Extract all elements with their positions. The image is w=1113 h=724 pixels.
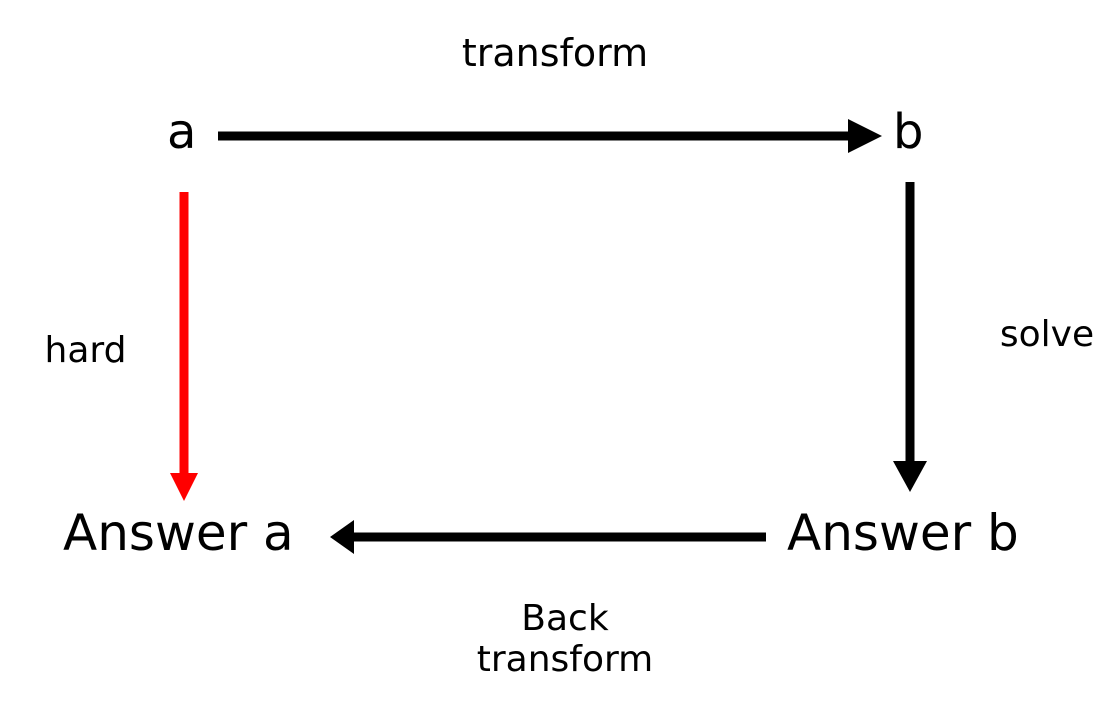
edge-label-hard: hard — [44, 330, 127, 371]
edge-label-back-transform-line1: Back — [521, 598, 609, 639]
edge-back-transform-arrow — [330, 520, 766, 554]
node-answer-b: Answer b — [787, 504, 1019, 562]
edge-label-transform: transform — [461, 31, 649, 75]
edge-transform-arrow — [218, 119, 882, 153]
node-a: a — [167, 104, 197, 160]
edge-solve-arrow — [893, 182, 927, 492]
edge-label-back-transform: Back transform — [455, 598, 675, 681]
node-b: b — [893, 104, 924, 160]
edge-hard-arrow — [170, 192, 198, 501]
edge-label-solve: solve — [999, 314, 1095, 355]
edge-label-back-transform-line2: transform — [476, 639, 654, 681]
node-answer-a: Answer a — [63, 504, 294, 562]
